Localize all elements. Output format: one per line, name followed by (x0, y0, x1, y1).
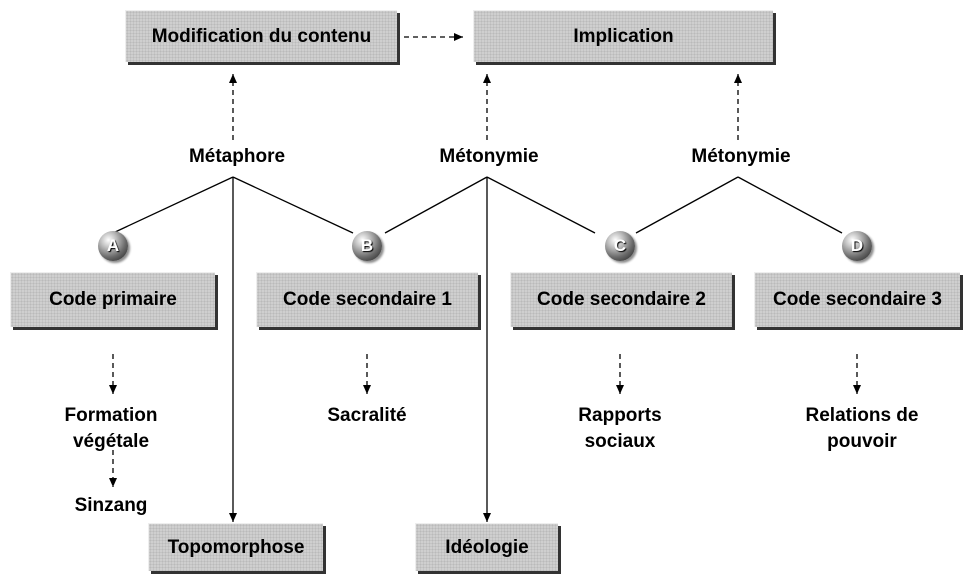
metonymie-label-1: Métonymie (439, 146, 539, 167)
formation-vegetale-label: Formation végétale (64, 405, 158, 452)
code-secondaire-3-label: Code secondaire 3 (773, 289, 942, 310)
metaphore-label: Métaphore (188, 146, 286, 167)
code-secondaire-2-label: Code secondaire 2 (537, 289, 706, 310)
modification-box: Modification du contenu (125, 10, 397, 62)
rapports-sociaux-label: Rapports sociaux (578, 405, 662, 452)
code-secondaire-1-label: Code secondaire 1 (283, 289, 452, 310)
badge-d: D (842, 231, 872, 261)
sacralite-label: Sacralité (327, 405, 407, 426)
implication-box: Implication (473, 10, 773, 62)
metonymie1-to-c-line (486, 176, 596, 234)
ideologie-label: Idéologie (445, 536, 529, 558)
sinzang-label: Sinzang (74, 495, 148, 516)
badge-c: C (605, 231, 635, 261)
modification-label: Modification du contenu (151, 25, 372, 47)
code-secondaire-2-box: Code secondaire 2 (510, 272, 732, 327)
code-primaire-label: Code primaire (49, 289, 177, 310)
metonymie2-to-c-line (635, 176, 739, 234)
code-primaire-box: Code primaire (10, 272, 215, 327)
badge-a: A (98, 231, 128, 261)
implication-label: Implication (573, 25, 674, 47)
ideologie-box: Idéologie (415, 523, 558, 571)
badge-b: B (352, 231, 382, 261)
metonymie-label-2: Métonymie (691, 146, 791, 167)
topomorphose-box: Topomorphose (148, 523, 323, 571)
topomorphose-label: Topomorphose (167, 536, 305, 558)
code-secondaire-1-box: Code secondaire 1 (256, 272, 478, 327)
relations-pouvoir-label: Relations de pouvoir (805, 405, 919, 452)
metaphore-to-a-line (112, 176, 234, 234)
metaphore-to-b-line (232, 176, 354, 234)
metonymie2-to-d-line (737, 176, 843, 234)
code-secondaire-3-box: Code secondaire 3 (754, 272, 960, 327)
metonymie1-to-b-line (384, 176, 488, 234)
